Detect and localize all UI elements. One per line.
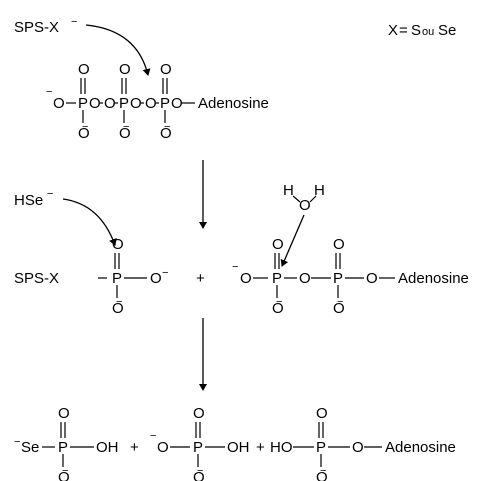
plus-row-2: + <box>196 270 205 287</box>
svg-text:O: O <box>366 270 378 287</box>
sps-x-label: SPS-X <box>14 19 59 36</box>
oxo-oxygen: O <box>58 405 70 422</box>
oxo-oxygen: O <box>316 405 328 422</box>
svg-text:O: O <box>130 95 142 112</box>
water-attack-arrow <box>280 214 305 267</box>
atp-molecule: − O P O O P O O P O <box>46 86 183 112</box>
charge-minus: − <box>197 465 203 477</box>
plus-row-3a: + <box>130 439 139 456</box>
charge-minus: − <box>116 296 122 308</box>
adenosine-label: Adenosine <box>385 439 456 456</box>
legend-equals: = <box>399 22 408 39</box>
svg-text:P: P <box>316 439 326 456</box>
thiophosphate-intermediate: SPS-X P O − <box>14 267 168 287</box>
adenosine-label: Adenosine <box>398 270 469 287</box>
svg-text:HO: HO <box>270 439 293 456</box>
oxo-oxygen: O <box>119 61 131 78</box>
svg-text:SPS-X: SPS-X <box>14 270 59 287</box>
charge-minus: − <box>337 296 343 308</box>
charge-minus: − <box>164 121 170 133</box>
svg-text:−: − <box>46 86 52 98</box>
legend-ou: ou <box>422 26 434 38</box>
svg-text:P: P <box>119 95 129 112</box>
svg-text:P: P <box>193 439 203 456</box>
svg-text:O: O <box>157 439 169 456</box>
svg-text:Se: Se <box>21 439 39 456</box>
attack-arrow-2 <box>62 198 117 246</box>
adp-molecule: − O P O P O <box>232 261 378 287</box>
svg-text:−: − <box>232 261 238 273</box>
charge-minus: − <box>320 465 326 477</box>
substitution-legend: X = S ou Se <box>388 22 456 39</box>
anionic-oxygen: O <box>316 469 328 481</box>
charge-minus: − <box>276 296 282 308</box>
svg-text:O: O <box>145 95 157 112</box>
water-o: O <box>299 197 311 214</box>
phosphate-product: − O P OH <box>150 430 250 456</box>
charge-minus: − <box>62 465 68 477</box>
charge-minus: − <box>71 16 77 28</box>
legend-x: X <box>388 22 398 39</box>
svg-text:−: − <box>150 430 156 442</box>
svg-text:P: P <box>272 270 282 287</box>
attack-arrow-1 <box>85 24 151 76</box>
water-h-right: H <box>314 182 325 199</box>
svg-text:−: − <box>47 188 53 200</box>
anionic-oxygen: O <box>272 300 284 317</box>
charge-minus: − <box>123 121 129 133</box>
svg-text:O: O <box>53 95 65 112</box>
svg-text:O: O <box>104 95 116 112</box>
selenophosphate-product: − Se P OH <box>14 436 119 456</box>
svg-text:P: P <box>78 95 88 112</box>
anionic-oxygen: O <box>160 125 172 142</box>
svg-text:P: P <box>333 270 343 287</box>
legend-s: S <box>411 22 421 39</box>
svg-text:P: P <box>112 270 122 287</box>
amp-product: HO P O <box>270 439 364 456</box>
svg-text:P: P <box>160 95 170 112</box>
svg-text:OH: OH <box>96 439 119 456</box>
plus-row-3b: + <box>256 439 265 456</box>
adenosine-label: Adenosine <box>198 95 269 112</box>
oxo-oxygen: O <box>112 236 124 253</box>
oxo-oxygen: O <box>193 405 205 422</box>
anionic-oxygen: O <box>78 125 90 142</box>
water-molecule: H O H <box>283 182 325 214</box>
svg-text:OH: OH <box>227 439 250 456</box>
oxo-oxygen: O <box>78 61 90 78</box>
nucleophile-hse: HSe − <box>14 188 53 209</box>
charge-minus: − <box>82 121 88 133</box>
anionic-oxygen: O <box>112 300 124 317</box>
legend-se: Se <box>438 22 456 39</box>
svg-text:−: − <box>14 436 20 448</box>
nucleophile-sps-x: SPS-X − <box>14 16 77 36</box>
svg-text:P: P <box>58 439 68 456</box>
anionic-oxygen: O <box>58 469 70 481</box>
svg-text:O: O <box>150 270 162 287</box>
oxo-oxygen: O <box>272 236 284 253</box>
water-h-left: H <box>283 182 294 199</box>
anionic-oxygen: O <box>193 469 205 481</box>
hse-label: HSe <box>14 192 43 209</box>
anionic-oxygen: O <box>119 125 131 142</box>
svg-text:O: O <box>89 95 101 112</box>
oxo-oxygen: O <box>333 236 345 253</box>
svg-text:−: − <box>162 267 168 279</box>
svg-text:O: O <box>352 439 364 456</box>
svg-text:O: O <box>299 270 311 287</box>
svg-text:O: O <box>240 270 252 287</box>
oxo-oxygen: O <box>160 61 172 78</box>
anionic-oxygen: O <box>333 300 345 317</box>
svg-text:O: O <box>171 95 183 112</box>
